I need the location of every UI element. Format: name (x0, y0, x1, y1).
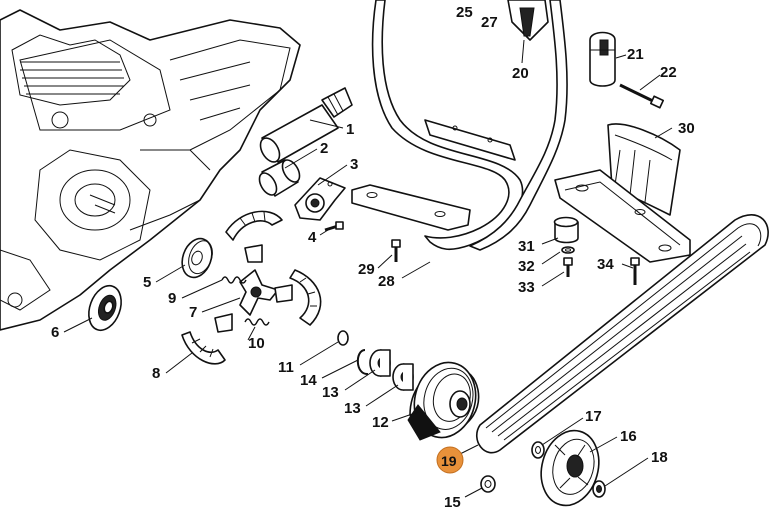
label-part-19[interactable]: 19 (441, 453, 457, 469)
label-part-30[interactable]: 30 (678, 120, 695, 137)
deflector-30-drawing (554, 123, 691, 263)
label-part-20[interactable]: 20 (512, 65, 529, 82)
label-part-22[interactable]: 22 (660, 64, 677, 81)
guard-frame-drawing (371, 0, 568, 251)
label-part-12[interactable]: 12 (372, 414, 389, 431)
bearing-13a-drawing (369, 349, 391, 377)
clutch-shoe-left-drawing (181, 331, 226, 365)
label-part-11[interactable]: 11 (278, 359, 294, 376)
circlip-14-drawing (356, 349, 369, 376)
clutch-shoe-right-drawing (289, 269, 322, 326)
spring-10-drawing (244, 318, 270, 326)
spring-9-drawing (221, 276, 247, 284)
label-part-14[interactable]: 14 (300, 372, 317, 389)
label-part-1[interactable]: 1 (346, 121, 354, 138)
washer-5-drawing (181, 237, 213, 279)
nut-18-drawing (592, 480, 606, 498)
washer-15-drawing (480, 475, 496, 493)
label-part-29[interactable]: 29 (358, 261, 375, 278)
label-part-17[interactable]: 17 (585, 408, 602, 425)
label-part-2[interactable]: 2 (320, 140, 328, 157)
washer-11-drawing (337, 330, 349, 346)
clutch-carrier-7-drawing (239, 269, 279, 316)
washer-17-drawing (531, 441, 545, 459)
leader-lines (63, 39, 673, 498)
part-labels: 1 2 3 4 5 6 7 8 9 10 11 14 13 13 12 17 1… (51, 4, 695, 511)
bolt-22-drawing (619, 83, 665, 109)
label-part-27[interactable]: 27 (481, 14, 498, 31)
label-part-5[interactable]: 5 (143, 274, 151, 291)
label-part-6[interactable]: 6 (51, 324, 59, 341)
label-part-8[interactable]: 8 (152, 365, 160, 382)
plate-28-drawing (351, 184, 471, 231)
label-part-34[interactable]: 34 (597, 256, 614, 273)
engine-housing-drawing (0, 9, 301, 331)
bearing-housing-3-drawing (294, 177, 346, 221)
label-part-4[interactable]: 4 (308, 229, 317, 246)
label-part-21[interactable]: 21 (627, 46, 644, 63)
damper-31-drawing (553, 216, 579, 244)
weight-small-drawing (214, 244, 293, 333)
label-part-32[interactable]: 32 (518, 258, 535, 275)
shaft-sleeve-1-drawing (259, 87, 353, 163)
label-part-3[interactable]: 3 (350, 156, 358, 173)
pulley-12-drawing (407, 361, 480, 441)
sleeve-2-drawing (258, 159, 301, 197)
label-part-25[interactable]: 25 (456, 4, 473, 21)
washer-32-drawing (561, 246, 575, 254)
screw-34-drawing (630, 257, 640, 285)
bearing-13b-drawing (392, 363, 414, 391)
bracket-20-drawing (507, 0, 549, 41)
pulley-16-drawing (540, 429, 600, 507)
hub-6-drawing (88, 284, 122, 332)
screw-33-drawing (563, 257, 573, 277)
label-part-18[interactable]: 18 (651, 449, 668, 466)
label-part-31[interactable]: 31 (518, 238, 535, 255)
label-part-9[interactable]: 9 (168, 290, 176, 307)
v-belt-drawing (476, 214, 769, 454)
label-part-13-b[interactable]: 13 (344, 400, 361, 417)
label-part-28[interactable]: 28 (378, 273, 395, 290)
label-part-13-a[interactable]: 13 (322, 384, 339, 401)
label-part-16[interactable]: 16 (620, 428, 637, 445)
clutch-shoe-upper-drawing (225, 210, 283, 241)
label-part-15[interactable]: 15 (444, 494, 461, 511)
label-part-33[interactable]: 33 (518, 279, 535, 296)
highlight-marker (436, 446, 464, 474)
screw-29-drawing (391, 239, 401, 262)
label-part-7[interactable]: 7 (189, 304, 197, 321)
screw-4-drawing (324, 221, 344, 232)
clamp-21-drawing (589, 31, 616, 87)
label-part-10[interactable]: 10 (248, 335, 265, 352)
